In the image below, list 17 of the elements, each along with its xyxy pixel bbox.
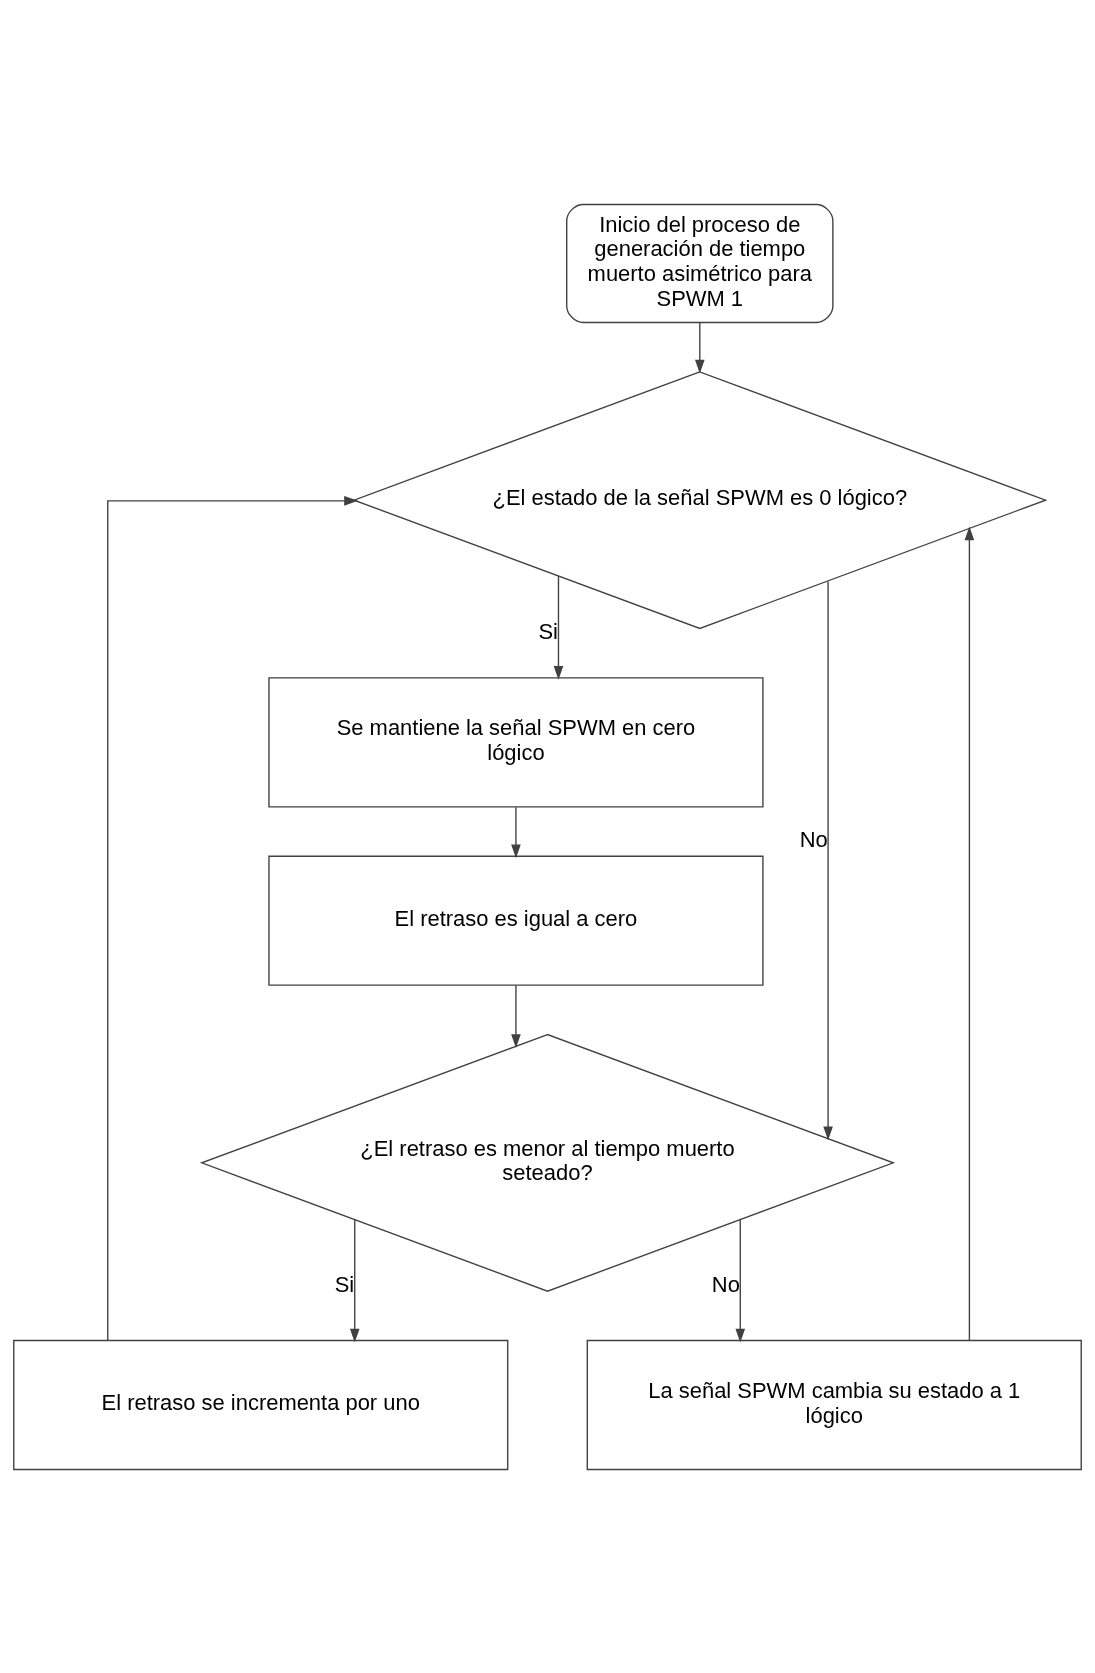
node-box: Inicio del proceso de generación de tiempo muerto asimétrico para SPWM 1 (566, 203, 834, 323)
node-box: La señal SPWM cambia su estado a 1 lógico (586, 1339, 1082, 1470)
arrow (695, 321, 705, 374)
edge-label: No (711, 1271, 740, 1297)
node-box: El retraso se incrementa por uno (13, 1339, 509, 1470)
arrow (511, 984, 521, 1048)
node-box: El retraso es igual a cero (268, 855, 764, 986)
arrow (553, 574, 564, 680)
node-box: Se mantiene la señal SPWM en cero lógico (268, 676, 764, 807)
edge-label: No (799, 826, 828, 852)
arrow (964, 526, 975, 1341)
arrow (107, 495, 358, 1341)
edge-label: Si (334, 1271, 355, 1297)
arrow (511, 806, 521, 858)
arrow (823, 580, 833, 1140)
arrow (349, 1218, 360, 1343)
arrow (735, 1218, 746, 1343)
